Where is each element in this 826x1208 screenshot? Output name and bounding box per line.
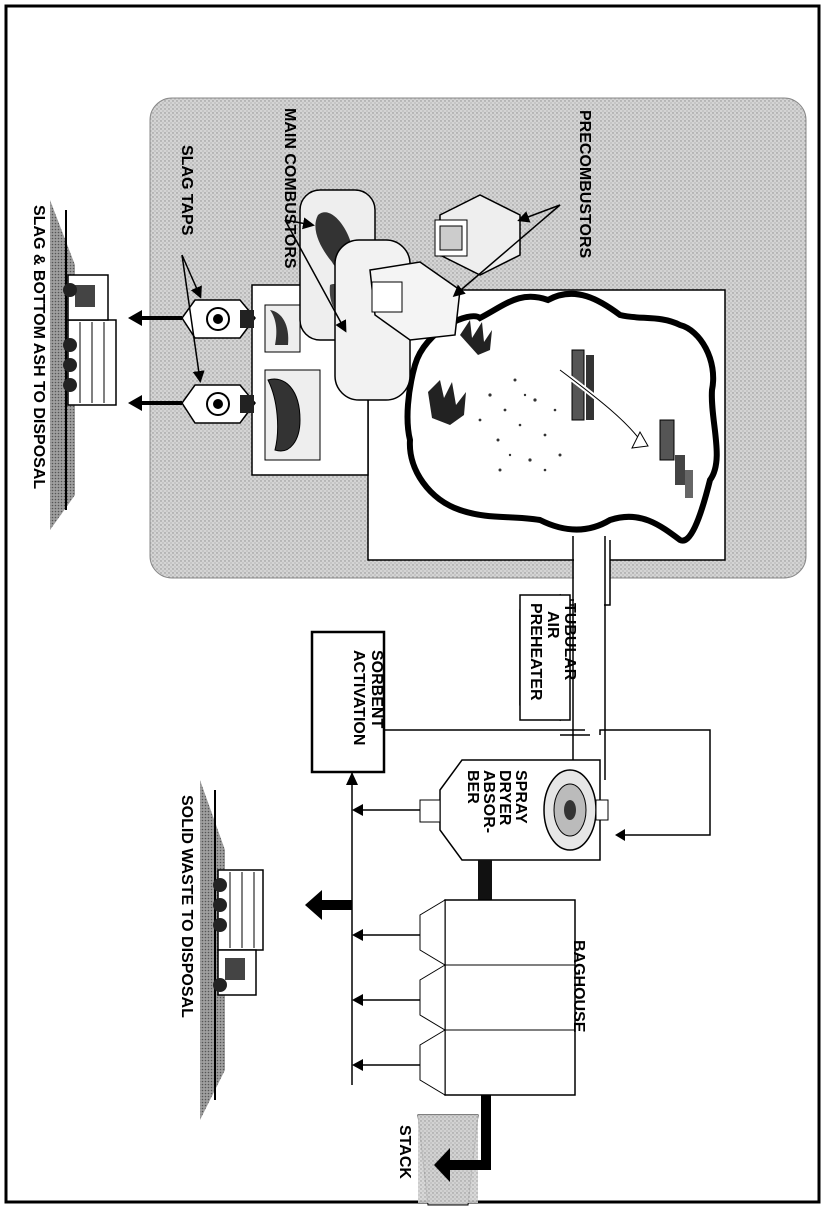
label-solid-waste: SOLID WASTE TO DISPOSAL: [178, 795, 195, 1018]
svg-text:BER: BER: [464, 770, 481, 804]
baghouse: [420, 900, 575, 1095]
svg-text:ACTIVATION: ACTIVATION: [350, 650, 367, 745]
svg-text:ABSOR-: ABSOR-: [480, 770, 497, 833]
svg-text:TUBULAR: TUBULAR: [561, 603, 578, 681]
waste-lines: [352, 772, 420, 1085]
label-baghouse: BAGHOUSE: [570, 940, 587, 1033]
label-main-combustors: MAIN COMBUSTORS: [281, 108, 298, 269]
slag-tap-right: [182, 385, 255, 423]
svg-text:AIR: AIR: [544, 611, 561, 639]
label-stack: STACK: [396, 1125, 413, 1179]
truck-icon: [213, 870, 263, 995]
truck-icon: [63, 275, 116, 405]
recirc-line: [600, 730, 710, 835]
svg-text:SPRAY: SPRAY: [512, 770, 529, 824]
label-slag-taps: SLAG TAPS: [178, 145, 195, 236]
label-slag-disposal: SLAG & BOTTOM ASH TO DISPOSAL: [30, 205, 47, 489]
svg-text:SORBENT: SORBENT: [368, 650, 385, 728]
svg-text:DRYER: DRYER: [496, 770, 513, 826]
waste-arrowheads: [346, 772, 363, 1071]
svg-text:PREHEATER: PREHEATER: [527, 603, 544, 701]
label-precombustors: PRECOMBUSTORS: [576, 110, 593, 258]
duct-dryer-baghouse: [478, 860, 492, 900]
